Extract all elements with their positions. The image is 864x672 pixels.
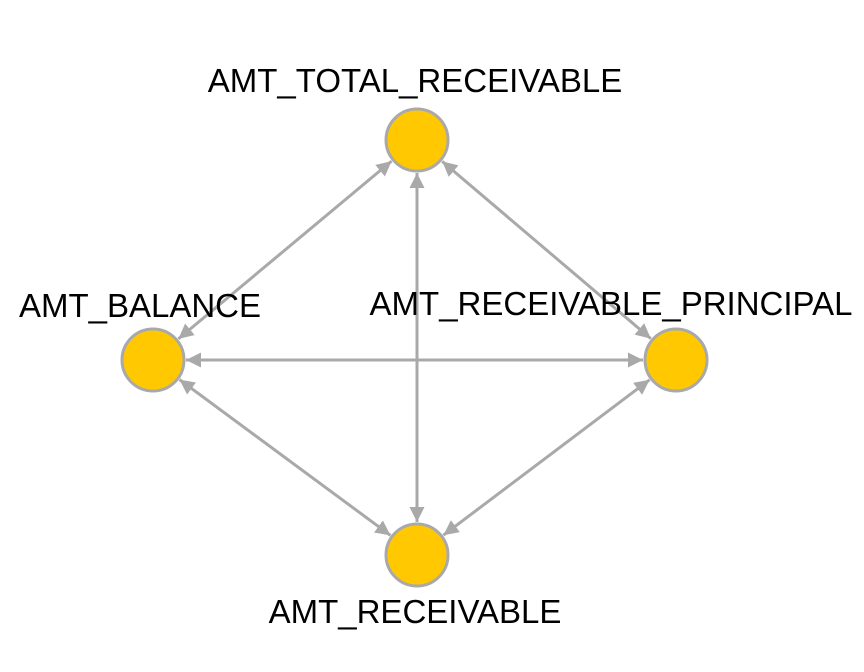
node-label-principal: AMT_RECEIVABLE_PRINCIPAL bbox=[370, 285, 853, 322]
nodes-layer bbox=[120, 107, 709, 588]
node-label-total: AMT_TOTAL_RECEIVABLE bbox=[208, 62, 622, 99]
edge-total-balance bbox=[177, 159, 393, 341]
node-receivable bbox=[384, 522, 450, 588]
edge-principal-receivable bbox=[442, 378, 651, 537]
node-principal bbox=[643, 327, 709, 393]
edge-balance-receivable bbox=[178, 378, 392, 537]
edges-layer bbox=[177, 159, 652, 537]
node-label-receivable: AMT_RECEIVABLE bbox=[269, 593, 562, 630]
node-total bbox=[384, 107, 450, 173]
node-label-balance: AMT_BALANCE bbox=[19, 287, 261, 324]
node-balance bbox=[120, 327, 186, 393]
labels-layer: AMT_TOTAL_RECEIVABLE AMT_BALANCE AMT_RECEI… bbox=[19, 62, 853, 630]
edge-total-principal bbox=[441, 160, 652, 340]
